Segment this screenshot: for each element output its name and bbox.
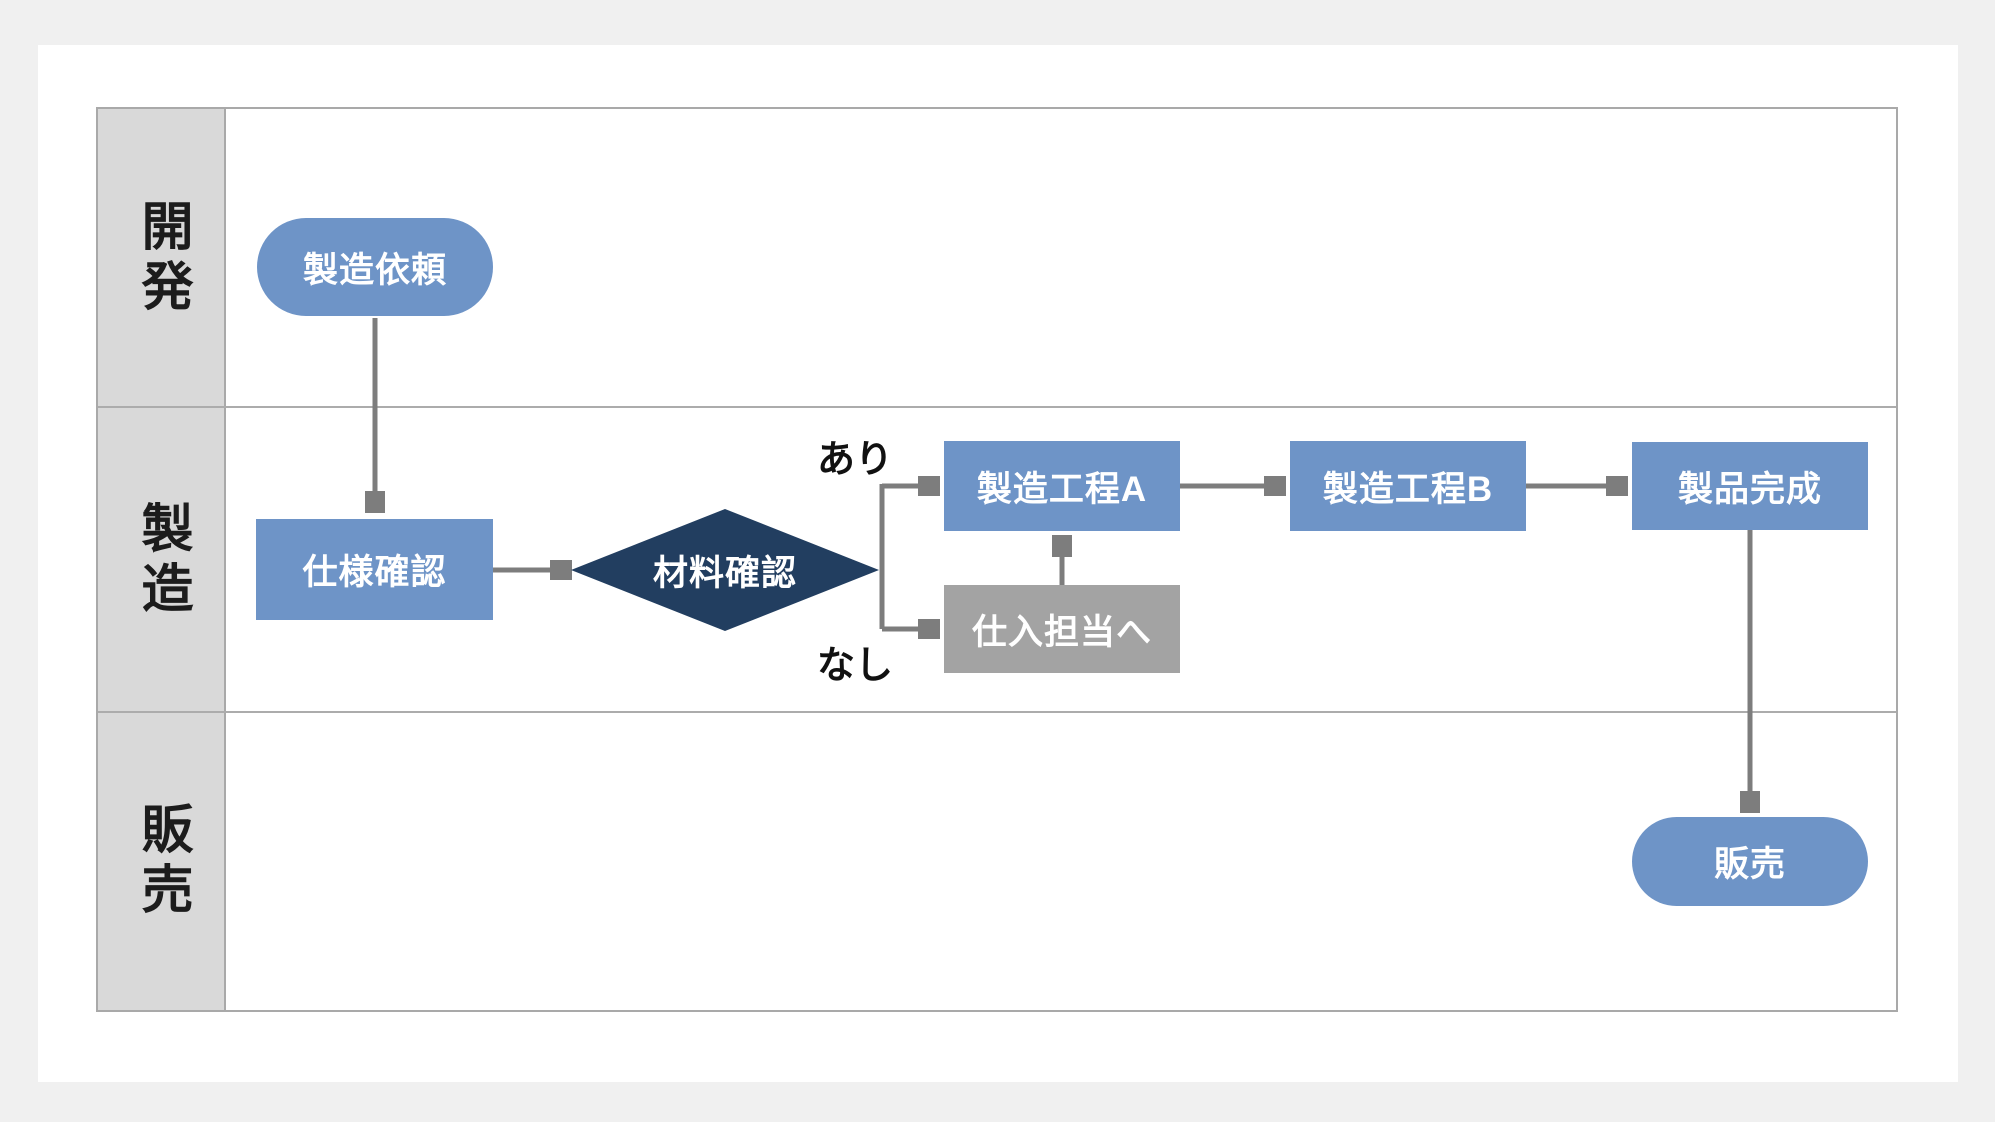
node-to-purchasing: 仕入担当へ <box>944 585 1180 673</box>
node-spec-check: 仕様確認 <box>256 519 493 620</box>
lane-label-manufacturing: 製造 <box>133 500 191 621</box>
node-product-complete: 製品完成 <box>1632 442 1868 530</box>
edge-label-yes: あり <box>816 438 893 481</box>
lane-label-development: 開発 <box>133 198 191 319</box>
lane-header-sales: 販売 <box>98 713 226 1010</box>
lane-header-column <box>98 109 226 1010</box>
lane-header-manufacturing: 製造 <box>98 408 226 713</box>
node-process-a: 製造工程A <box>944 441 1180 531</box>
node-process-b: 製造工程B <box>1290 441 1526 531</box>
lane-header-development: 開発 <box>98 109 226 408</box>
node-sale: 販売 <box>1632 817 1868 906</box>
lane-label-sales: 販売 <box>133 801 191 922</box>
lane-divider-2 <box>98 711 1896 713</box>
edge-label-no: なし <box>816 644 893 687</box>
lane-divider-1 <box>98 406 1896 408</box>
node-manufacturing-request: 製造依頼 <box>257 218 493 316</box>
